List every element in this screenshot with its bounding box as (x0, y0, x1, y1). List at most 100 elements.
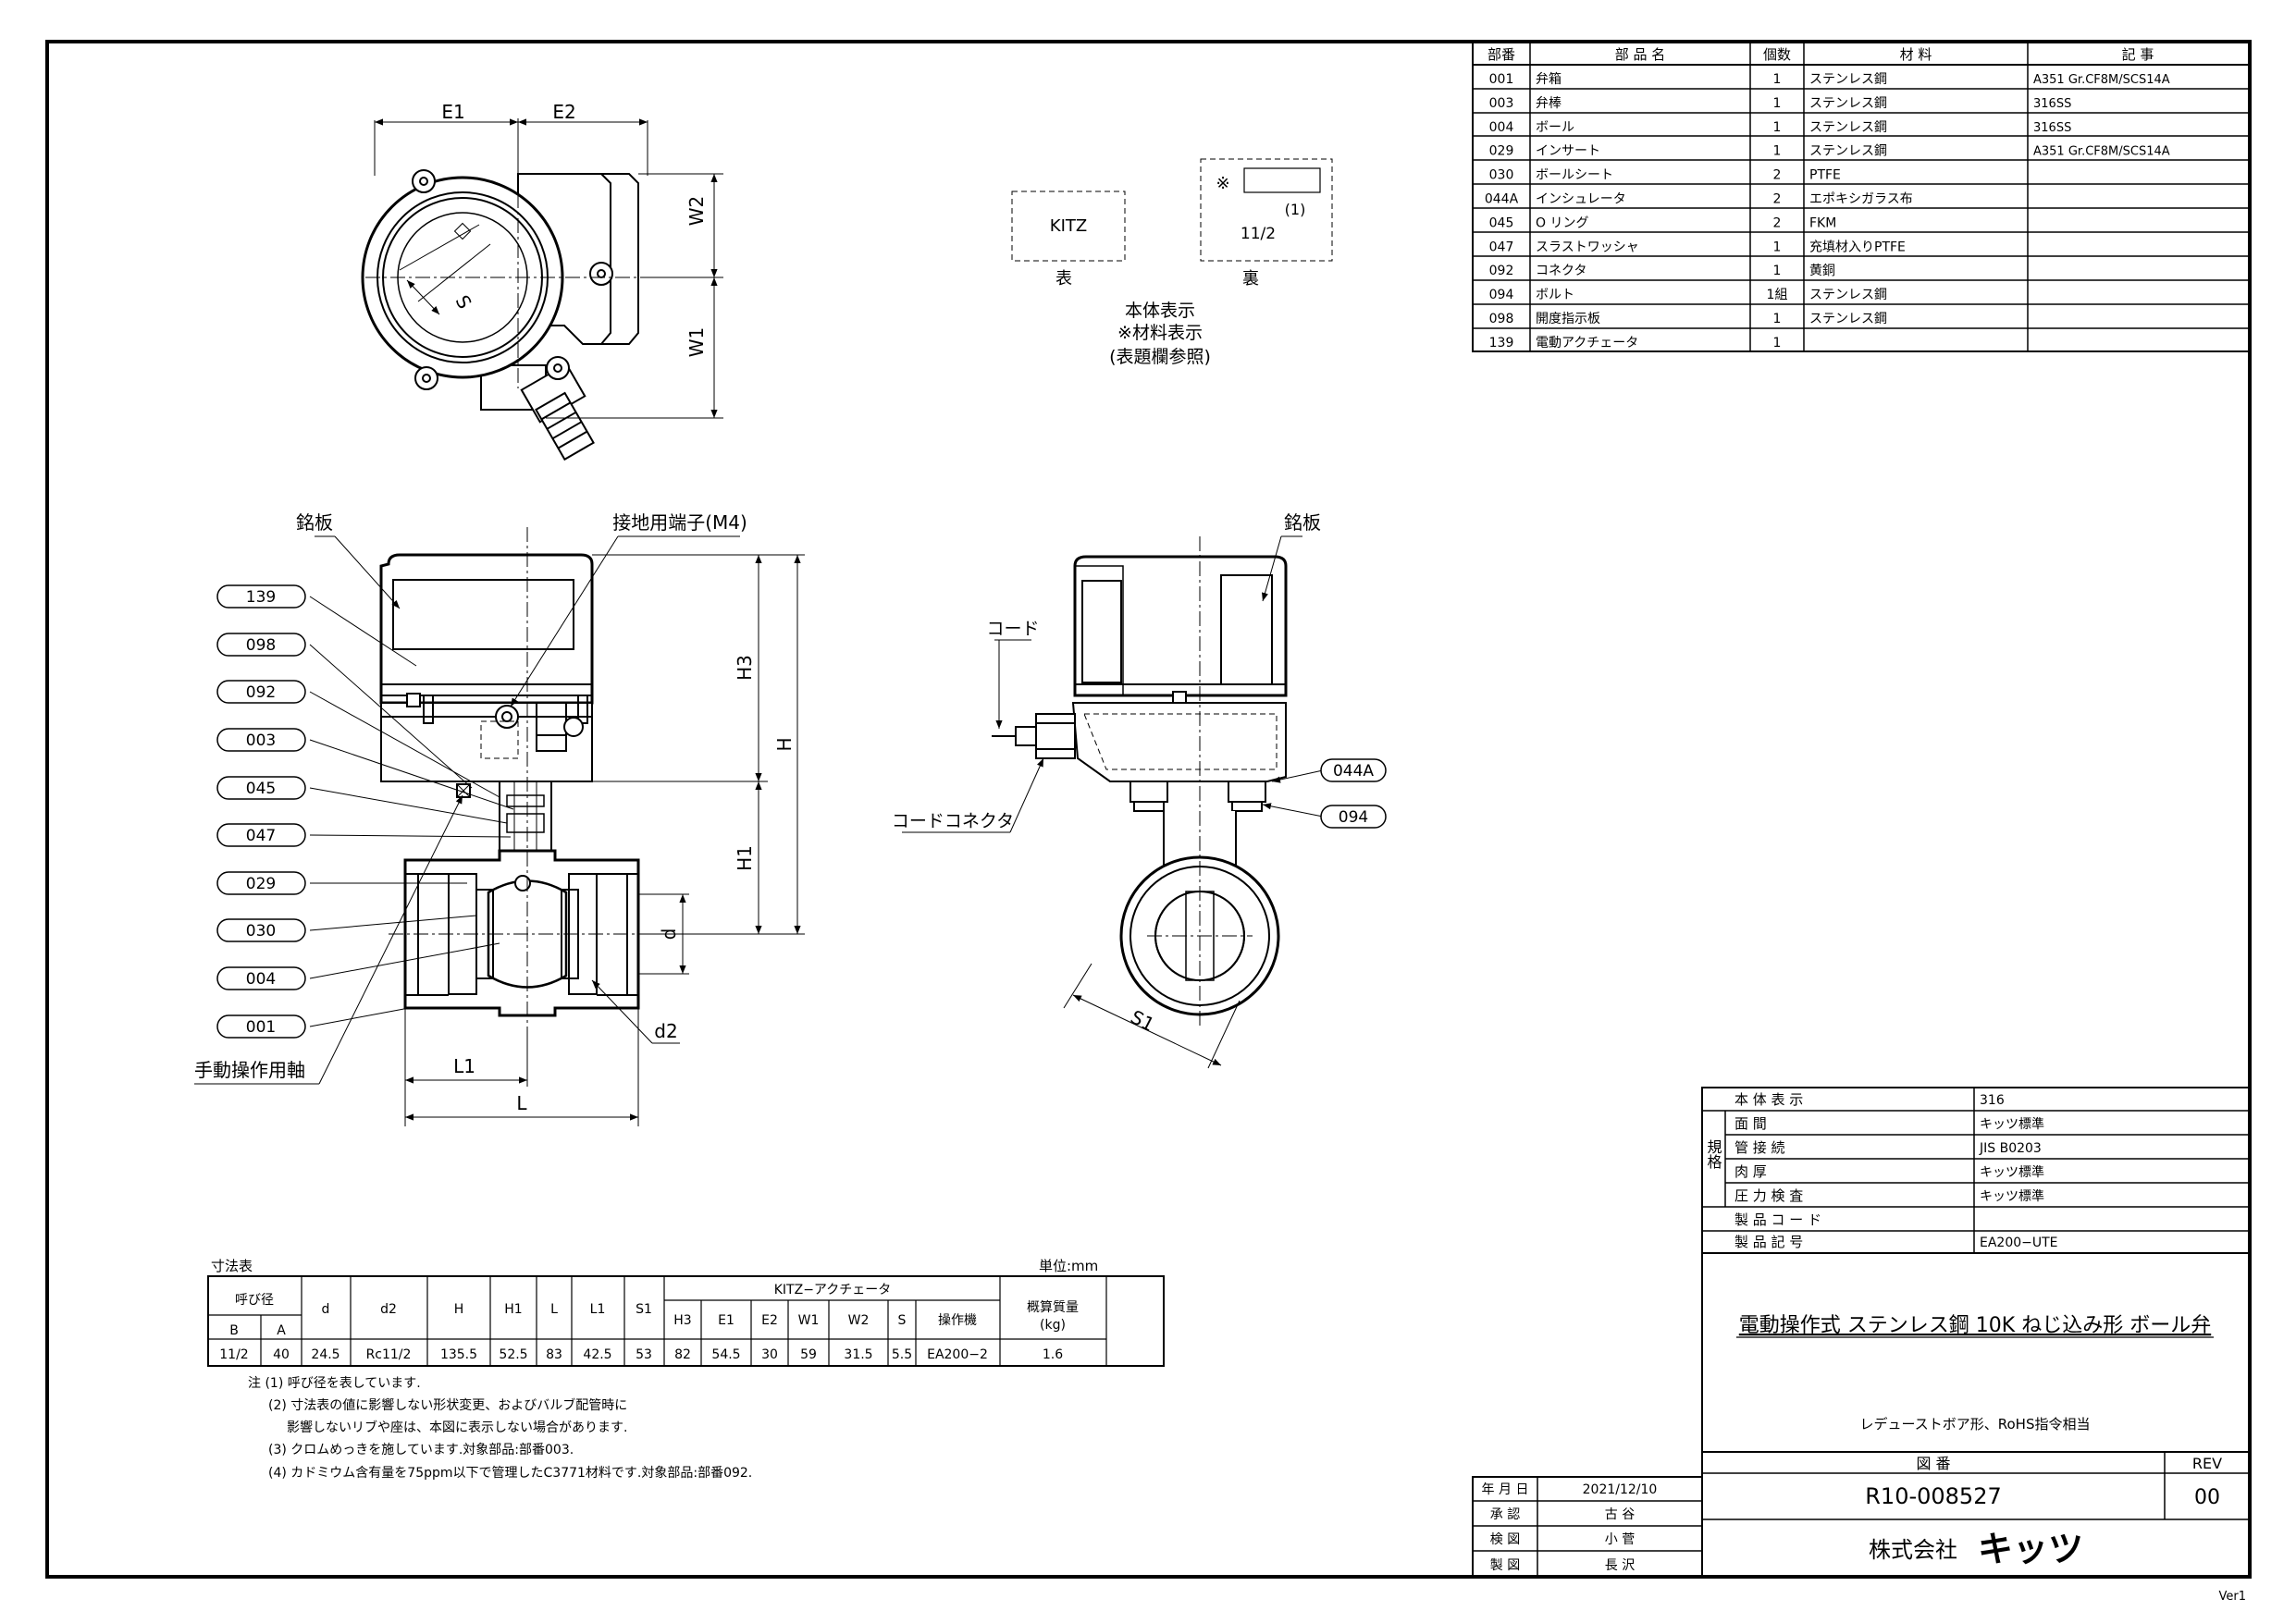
top-view (361, 118, 723, 461)
marking-back-mark: ※ (1216, 174, 1229, 193)
dim-table-kitz-group: KITZ−アクチェータ (774, 1283, 891, 1297)
parts-cell: 1 (1773, 264, 1782, 278)
parts-cell: 029 (1489, 144, 1514, 159)
dim-value: 40 (273, 1347, 290, 1362)
dim-header: W1 (798, 1313, 820, 1328)
dim-table-mass-unit: (kg) (1040, 1318, 1066, 1333)
marking-back-note: (1) (1285, 201, 1306, 218)
dim-header: W2 (848, 1313, 870, 1328)
dim-header: d2 (380, 1302, 397, 1317)
dim-header: A (277, 1323, 286, 1338)
parts-cell: 1 (1773, 336, 1782, 350)
spec-label: 面 間 (1734, 1115, 1767, 1132)
dim-header: 操作機 (938, 1313, 977, 1328)
balloon-001: 001 (216, 1007, 410, 1039)
dim-header: S1 (636, 1302, 652, 1317)
dim-e1: E1 (441, 101, 464, 123)
dim-header: S (898, 1313, 907, 1328)
side-connector-label: コードコネクタ (892, 811, 1014, 831)
parts-cell: 充填材入りPTFE (1809, 240, 1906, 254)
parts-cell: インサート (1536, 144, 1600, 159)
zuban-label: 図 番 (1916, 1455, 1950, 1472)
dim-value: 53 (636, 1347, 652, 1362)
parts-cell: FKM (1809, 215, 1836, 230)
dim-s1: S1 (1127, 1005, 1158, 1036)
sign-value: 古 谷 (1605, 1507, 1635, 1522)
drawing-subtitle: レデューストボア形、RoHS指令相当 (1860, 1416, 2091, 1432)
balloon-label: 045 (246, 780, 276, 798)
dim-value: 24.5 (311, 1347, 339, 1362)
front-ground-label: 接地用端子(M4) (612, 511, 747, 534)
parts-cell: ステンレス鋼 (1809, 120, 1887, 135)
parts-cell: ステンレス鋼 (1809, 312, 1887, 326)
revision: 00 (2194, 1486, 2220, 1509)
sign-label: 承 認 (1490, 1507, 1520, 1522)
parts-cell: 1 (1773, 144, 1782, 159)
parts-cell: コネクタ (1536, 264, 1586, 278)
balloon-label: 003 (246, 732, 276, 750)
parts-cell: ステンレス鋼 (1809, 72, 1887, 87)
balloon-045: 045 (216, 776, 508, 824)
dim-d: d (658, 928, 680, 941)
dim-value: 83 (546, 1347, 562, 1362)
parts-cell: 1 (1773, 120, 1782, 135)
balloon-label: 098 (246, 636, 276, 655)
drawing-title: 電動操作式 ステンレス鋼 10K ねじ込み形 ボール弁 (1739, 1314, 2211, 1337)
dim-value: 1.6 (1043, 1347, 1063, 1362)
note-line: (2) 寸法表の値に影響しない形状変更、およびバルブ配管時に (268, 1397, 627, 1413)
parts-cell: 098 (1489, 312, 1514, 326)
sign-label: 検 図 (1490, 1532, 1520, 1547)
dim-header: E2 (761, 1313, 778, 1328)
company-name: 株式会社 (1869, 1537, 1957, 1563)
parts-cell: 094 (1489, 288, 1514, 302)
spec-value: 316 (1980, 1093, 2005, 1108)
sign-label: 製 図 (1490, 1558, 1520, 1573)
parts-cell: 030 (1489, 168, 1514, 183)
sign-text: 年 月 日 2021/12/10 承 認 古 谷 検 図 小 菅 製 図 長 沢 (1482, 1482, 1658, 1573)
balloon-030: 030 (216, 915, 477, 942)
front-view (194, 527, 805, 1126)
spec-kikaku: 規格 (1705, 1139, 1722, 1169)
spec-label: 製 品 コ ー ド (1734, 1211, 1821, 1228)
dim-l1: L1 (453, 1055, 475, 1077)
parts-col-header: 部 品 名 (1615, 46, 1666, 63)
spec-text: 規格 本 体 表 示 316 面 間 キッツ標準 管 接 続 JIS B0203… (1705, 1091, 2058, 1250)
outer-frame (45, 40, 2252, 1579)
front-manual-label: 手動操作用軸 (194, 1059, 305, 1081)
dim-header: E1 (718, 1313, 734, 1328)
marking-back-label: 裏 (1242, 269, 1259, 289)
balloon-label: 092 (246, 683, 276, 702)
dim-table (207, 1275, 1165, 1367)
dim-header: L (550, 1302, 558, 1317)
marking-front-text: KITZ (1050, 216, 1087, 236)
balloon-label: 047 (246, 827, 276, 845)
side-cord-label: コード (986, 619, 1039, 639)
marking-caption-1: 本体表示 (1125, 301, 1195, 321)
parts-col-header: 材 料 (1900, 46, 1932, 63)
parts-cell: 2 (1773, 192, 1782, 207)
spec-value: キッツ標準 (1980, 1189, 2044, 1204)
spec-value: キッツ標準 (1980, 1165, 2044, 1180)
parts-cell: 004 (1489, 120, 1514, 135)
balloon-029: 029 (216, 871, 467, 895)
parts-cell: 1 (1773, 240, 1782, 254)
balloon-label: 001 (246, 1018, 276, 1037)
balloon-139: 139 (216, 584, 417, 667)
spec-value: EA200−UTE (1980, 1236, 2058, 1250)
spec-label: 肉 厚 (1734, 1163, 1767, 1180)
dim-h: H (773, 737, 796, 751)
parts-table (1472, 42, 2250, 352)
parts-cell: 316SS (2033, 97, 2071, 111)
side-nameplate-label: 銘板 (1284, 511, 1321, 534)
dim-notes: 注 (1) 呼び径を表しています. (2) 寸法表の値に影響しない形状変更、およ… (248, 1376, 752, 1481)
parts-cell: 316SS (2033, 121, 2071, 135)
sign-value: 小 菅 (1605, 1532, 1635, 1547)
parts-cell: ステンレス鋼 (1809, 288, 1887, 302)
dim-value: 82 (674, 1347, 691, 1362)
dim-header: B (229, 1323, 239, 1338)
parts-cell: 092 (1489, 264, 1514, 278)
dim-d2: d2 (654, 1020, 677, 1042)
parts-cell: O リング (1536, 215, 1588, 230)
sign-label: 年 月 日 (1482, 1482, 1529, 1497)
